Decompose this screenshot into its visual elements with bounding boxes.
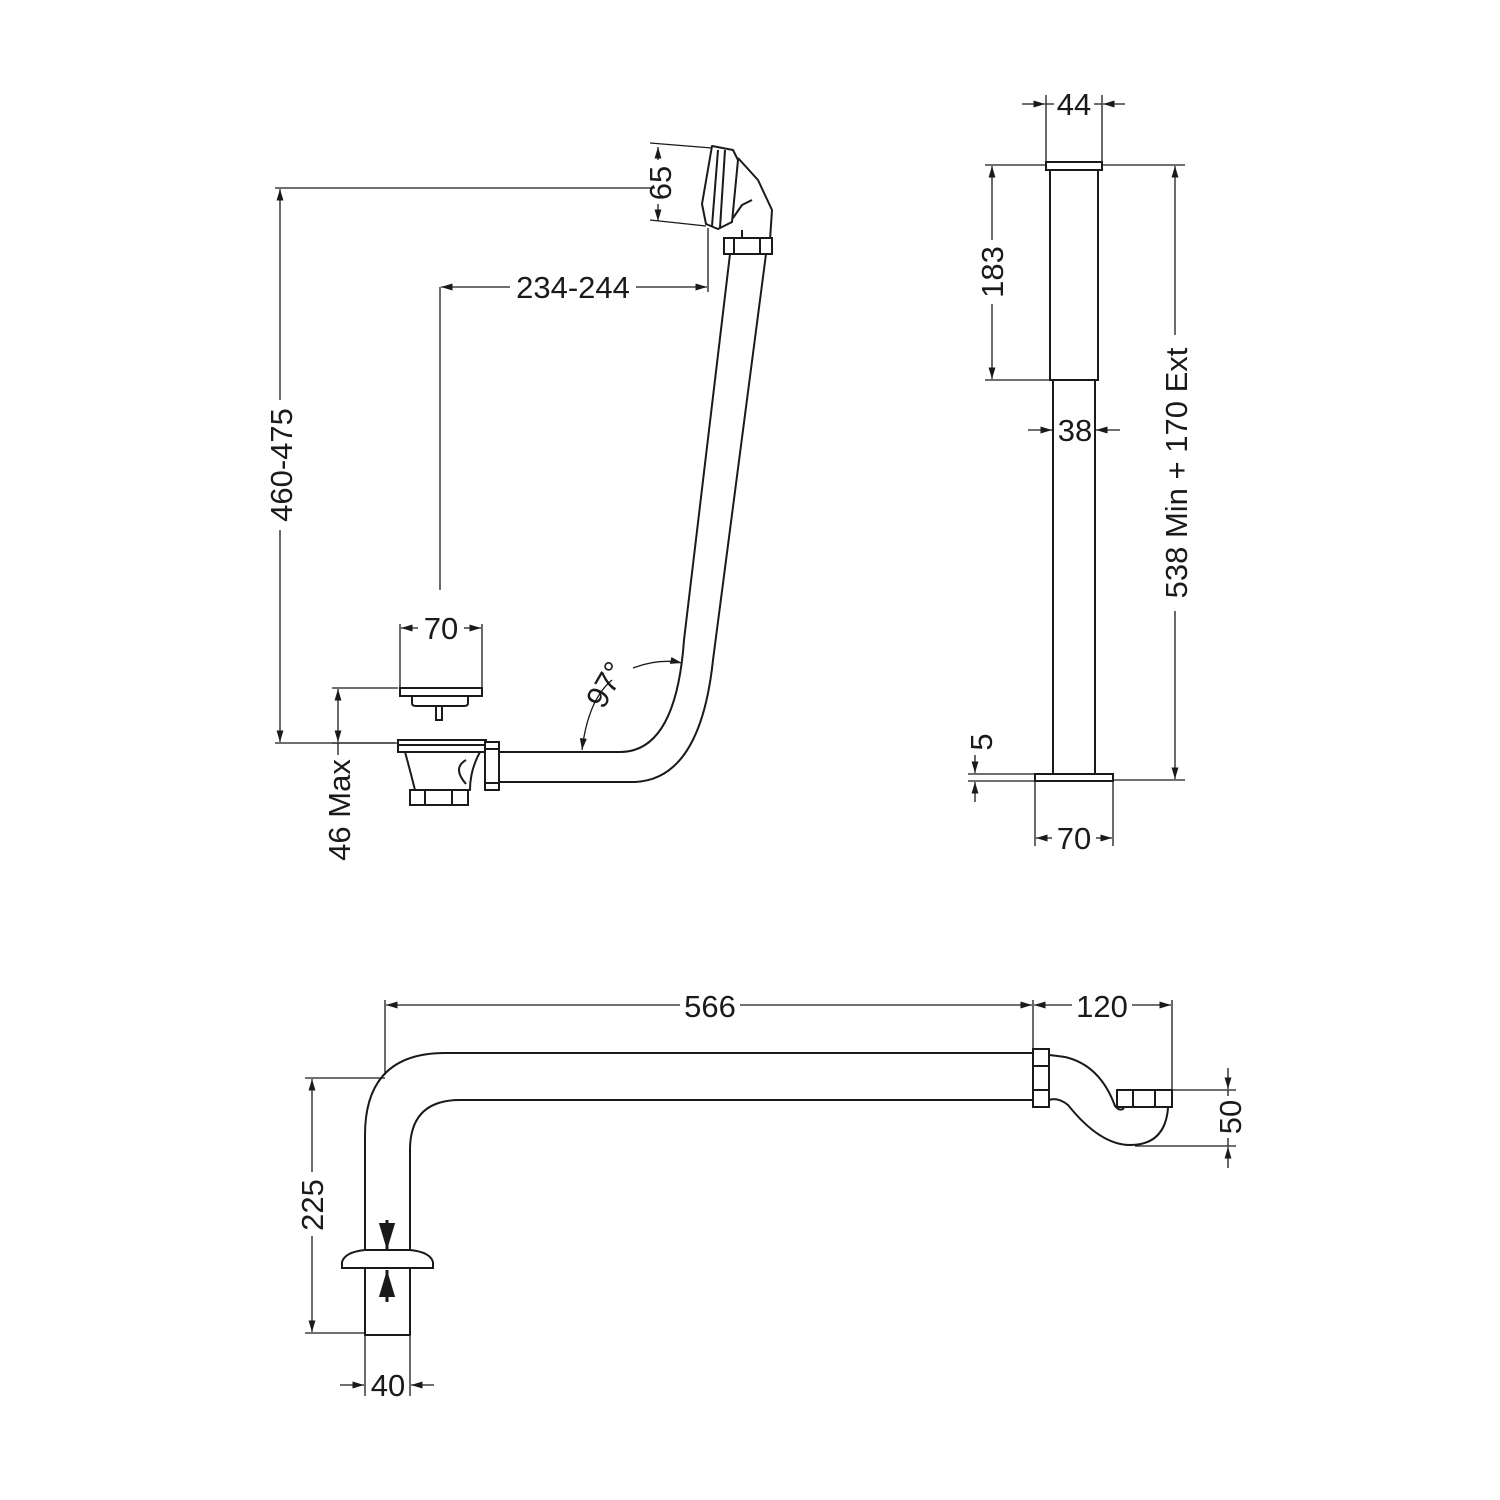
dimension-46-max: 46 Max [322,687,398,861]
dimension-40: 40 [340,1335,434,1403]
dimension-234-244: 234-244 [439,228,709,590]
riser-base-plate [1034,773,1114,782]
dimension-label: 97° [579,656,633,714]
trap-pipe [364,1052,1033,1336]
dimension-120: 120 [1034,989,1173,1090]
dimension-angle-97: 97° [579,656,683,751]
riser-cap [1045,161,1103,171]
dimension-label: 38 [1058,413,1092,448]
dimension-538-min: 538 Min + 170 Ext [1102,164,1194,781]
plug [399,687,483,721]
dimension-label: 44 [1057,87,1091,122]
dimension-70-base: 70 [1034,781,1114,856]
dimension-label: 46 Max [322,759,357,861]
dimension-183: 183 [975,164,1053,381]
dimension-label: 70 [424,611,458,646]
dimension-5: 5 [964,733,1035,802]
dimension-label: 5 [964,733,999,750]
dimension-70-plug: 70 [399,611,483,688]
dimension-label: 225 [295,1179,330,1231]
trap-flange [341,1249,434,1269]
dimension-38: 38 [1028,413,1120,448]
dimension-label: 183 [975,246,1010,298]
overflow-pipe [498,253,767,783]
trap-bend [1048,1054,1173,1146]
waste-body [397,739,500,806]
dimension-label: 40 [371,1368,405,1403]
dimension-50: 50 [1135,1068,1248,1168]
dimension-label: 65 [643,166,678,200]
overflow-head [701,145,773,255]
dimension-label: 234-244 [516,270,630,305]
dimension-label: 460-475 [264,408,299,522]
dimension-label: 70 [1057,821,1091,856]
trap-nut [1032,1048,1050,1108]
dimension-label: 566 [684,989,736,1024]
dimension-44: 44 [1022,87,1125,162]
trap-assembly: 566 120 50 225 40 [295,989,1248,1403]
dimension-label: 50 [1213,1100,1248,1134]
riser-assembly: 44 183 38 538 Min + 170 Ext 5 [964,87,1194,856]
waste-overflow-assembly: 65 234-244 460-475 70 46 Max [264,142,773,861]
riser-upper-tube [1049,169,1099,381]
dimension-label: 538 Min + 170 Ext [1159,347,1194,598]
dimension-566: 566 [384,989,1034,1075]
dimension-225: 225 [295,1077,385,1334]
dimension-65: 65 [643,142,713,227]
dimension-label: 120 [1076,989,1128,1024]
